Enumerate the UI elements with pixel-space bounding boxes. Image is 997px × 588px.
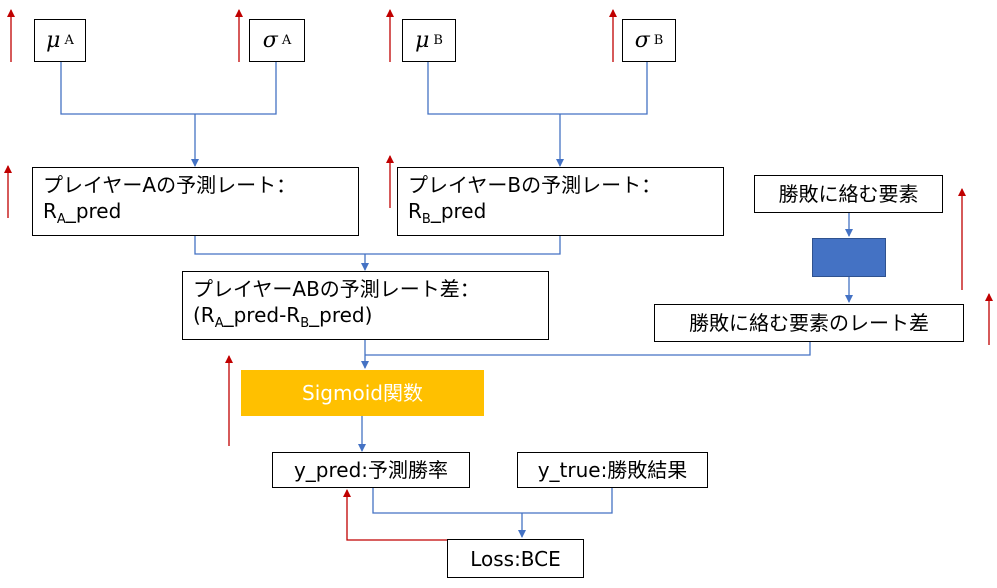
- mu-b-subscript: B: [433, 32, 443, 48]
- connector-y-pred-to-loss: [372, 487, 522, 514]
- formula-r: R: [408, 199, 422, 223]
- predicted-rating-diff-formula: (RA_pred-RB_pred): [193, 302, 548, 337]
- outcome-factor-rating-diff-box: 勝敗に絡む要素のレート差: [654, 304, 964, 342]
- y-pred-box: y_pred:予測勝率: [272, 452, 470, 488]
- formula-mid: _pred-R: [223, 303, 301, 327]
- predicted-rating-b-box: プレイヤーBの予測レート： RB_pred: [397, 167, 724, 236]
- outcome-factor-label: 勝敗に絡む要素: [778, 182, 919, 206]
- predicted-rating-a-formula: RA_pred: [43, 198, 358, 233]
- mu-b-symbol: μ: [415, 27, 430, 53]
- sigma-a-subscript: A: [281, 32, 292, 48]
- connector-mu-b: [427, 62, 560, 115]
- y-pred-label: y_pred:予測勝率: [293, 458, 449, 482]
- formula-sub-b: B: [300, 316, 310, 331]
- predicted-rating-b-title: プレイヤーBの予測レート：: [408, 173, 662, 197]
- predicted-rating-b-formula: RB_pred: [408, 198, 723, 233]
- predicted-rating-diff-title: プレイヤーABの予測レート差：: [193, 277, 480, 301]
- sigmoid-function-box: Sigmoid関数: [241, 370, 484, 416]
- connector-pred-b-to-diff: [365, 236, 561, 255]
- mu-a-symbol: μ: [46, 27, 61, 53]
- connector-sigma-a: [195, 62, 277, 115]
- gradient-arrow-loss-to-y-pred: [343, 489, 447, 541]
- formula-open: (R: [193, 303, 215, 327]
- loss-label: Loss:BCE: [470, 546, 561, 571]
- connector-y-true-to-loss: [522, 488, 613, 514]
- predicted-rating-a-box: プレイヤーAの予測レート： RA_pred: [32, 167, 359, 236]
- formula-pred: _pred: [65, 199, 122, 223]
- sigma-b-symbol: σ: [634, 27, 650, 53]
- y-true-box: y_true:勝敗結果: [517, 452, 708, 488]
- outcome-factor-box: 勝敗に絡む要素: [754, 175, 943, 213]
- predicted-rating-a-title: プレイヤーAの予測レート：: [43, 173, 297, 197]
- formula-sub-a: A: [214, 316, 224, 331]
- sigma-b-subscript: B: [653, 32, 664, 48]
- mu-a-subscript: A: [64, 32, 74, 48]
- formula-r: R: [43, 199, 57, 223]
- loss-bce-box: Loss:BCE: [447, 539, 584, 578]
- formula-close: _pred): [309, 303, 373, 327]
- predicted-rating-diff-box: プレイヤーABの予測レート差： (RA_pred-RB_pred): [182, 271, 549, 340]
- y-true-label: y_true:勝敗結果: [537, 458, 688, 482]
- formula-sub-b: B: [421, 212, 431, 227]
- sigma-a-symbol: σ: [262, 27, 278, 53]
- sigmoid-label: Sigmoid関数: [302, 381, 423, 405]
- connector-pred-a-to-diff: [194, 236, 365, 255]
- connector-factor-diff-to-merge: [365, 342, 811, 356]
- factor-model-block: [812, 238, 886, 277]
- connector-mu-a: [60, 62, 195, 115]
- connector-sigma-b: [560, 62, 648, 115]
- formula-sub-a: A: [56, 212, 66, 227]
- formula-pred: _pred: [430, 199, 487, 223]
- outcome-factor-rating-diff-label: 勝敗に絡む要素のレート差: [689, 311, 929, 335]
